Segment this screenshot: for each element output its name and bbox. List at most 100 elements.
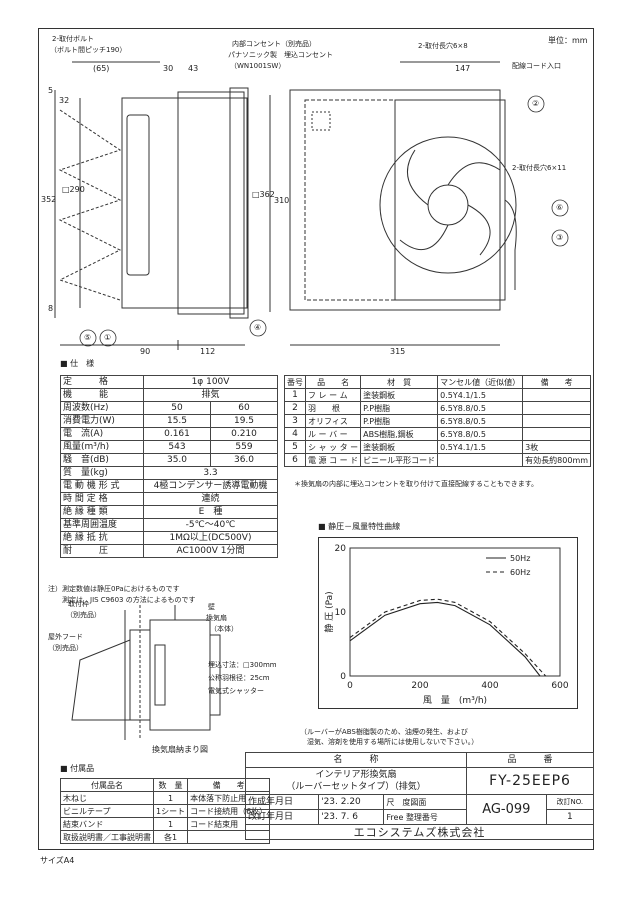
side-view-drawing bbox=[54, 61, 569, 350]
company-name: エコシステムズ株式会社 bbox=[245, 824, 594, 840]
parts-note: ＊換気扇の内部に埋込コンセントを取り付けて直接配線することもできます。 bbox=[294, 480, 539, 488]
scale-free-cell: Free 整理番号 bbox=[383, 809, 468, 825]
dim-30: 30 bbox=[163, 64, 174, 73]
created-label: 作成年月日 bbox=[244, 794, 320, 810]
product-name: インテリア形換気扇（ルーバーセットタイプ）（排気） bbox=[244, 767, 468, 795]
frame-optional-label: （別売品） bbox=[66, 611, 101, 619]
wall-label: 壁 bbox=[208, 603, 215, 611]
dim-8: 8 bbox=[48, 304, 54, 313]
x-tick-label: 0 bbox=[347, 681, 353, 691]
hole-label-top: 2-取付長穴6×8 bbox=[418, 42, 468, 50]
dim-43: 43 bbox=[188, 64, 199, 73]
callout-2: ② bbox=[532, 99, 540, 108]
legend-label-50Hz: 50Hz bbox=[510, 554, 530, 563]
callout-1: ① bbox=[104, 333, 112, 342]
fan-label: 換気扇 bbox=[206, 614, 227, 622]
product-name-2: （ルーバーセットタイプ）（排気） bbox=[286, 782, 426, 792]
scale-free: Free bbox=[386, 812, 404, 822]
spec-note-2: 測定は JIS C9603 の方法によるものです bbox=[48, 596, 196, 604]
doc-number: AG-099 bbox=[466, 794, 547, 825]
parts-cell bbox=[437, 453, 524, 467]
y-tick-label: 0 bbox=[340, 672, 346, 682]
callout-4: ④ bbox=[254, 323, 262, 332]
scale-label: 尺 度 bbox=[386, 797, 411, 807]
accessories-cell: 結束バンド bbox=[60, 817, 154, 831]
spec-note-1: 注）測定数値は静圧0Paにおけるものです bbox=[48, 585, 180, 593]
created-date: '23. 2.20 bbox=[318, 794, 385, 810]
accessories-cell: ビニルテープ bbox=[60, 804, 154, 818]
spec-title: ■ 仕 様 bbox=[60, 359, 95, 368]
callout-6: ⑥ bbox=[556, 203, 564, 212]
install-dims-2: 公称羽根径：25cm bbox=[208, 674, 270, 682]
scale-value: 図面 bbox=[410, 797, 427, 807]
install-dims-3: 電気式シャッター bbox=[208, 687, 264, 695]
spec-row: 時 間 定 格連続 bbox=[60, 492, 278, 506]
notice-1: （ルーバーがABS樹脂製のため、油煙の発生、および bbox=[300, 728, 468, 736]
accessories-row: 取扱説明書／工事説明書各1 bbox=[60, 830, 271, 844]
x-tick-label: 400 bbox=[481, 681, 498, 691]
spec-row: 機 能排気 bbox=[60, 388, 278, 402]
outlet-label: 内部コンセント（別売品） bbox=[232, 40, 316, 48]
rev-label: 改訂NO. bbox=[545, 794, 595, 810]
dim-310: 310 bbox=[274, 196, 290, 205]
dim-32: 32 bbox=[59, 96, 70, 105]
accessories-title-text: 付属品 bbox=[70, 764, 95, 773]
fan-body-label: （本体） bbox=[210, 625, 238, 633]
x-tick-label: 200 bbox=[411, 681, 428, 691]
legend-label-60Hz: 60Hz bbox=[510, 568, 530, 577]
y-axis-label: 静 圧 (Pa) bbox=[323, 591, 335, 632]
scale-cell: 尺 度図面 bbox=[383, 794, 468, 810]
x-tick-label: 600 bbox=[551, 681, 568, 691]
spec-value: AC1000V 1分間 bbox=[143, 544, 278, 558]
cord-inlet-label: 配線コード入口 bbox=[512, 62, 561, 70]
outlet-maker-label: パナソニック製 埋込コンセント bbox=[228, 51, 333, 59]
y-tick-label: 20 bbox=[335, 544, 347, 554]
dim-112: 112 bbox=[200, 347, 216, 356]
series-line-60Hz bbox=[349, 598, 547, 677]
outlet-model-label: （WN1001SW） bbox=[230, 62, 286, 70]
accessories-cell: 各1 bbox=[152, 830, 189, 844]
part-number: FY-25EEP6 bbox=[466, 767, 594, 795]
accessories-cell: 木ねじ bbox=[60, 791, 154, 805]
dim-65: (65) bbox=[93, 64, 110, 73]
notice-2: 湿気、溶剤を使用する場所には使用しないで下さい。） bbox=[300, 738, 479, 746]
x-axis-label: 風 量 (m³/h) bbox=[423, 695, 487, 706]
accessories-cell: 1シート bbox=[152, 804, 189, 818]
chart-title-text: 静圧－風量特性曲線 bbox=[328, 522, 401, 531]
dim-315: 315 bbox=[390, 347, 406, 356]
dim-147: 147 bbox=[455, 64, 471, 73]
plot-area bbox=[349, 547, 561, 677]
hood-optional-label: （別売品） bbox=[48, 644, 83, 652]
accessories-header: 付属品名 bbox=[60, 778, 154, 792]
unit-label: 単位：mm bbox=[548, 36, 588, 45]
dim-362: □362 bbox=[252, 190, 275, 199]
revised-label: 改訂年月日 bbox=[244, 809, 320, 825]
accessories-cell: 1 bbox=[152, 817, 189, 831]
revised-date: '23. 7. 6 bbox=[318, 809, 385, 825]
series-line-50Hz bbox=[349, 601, 541, 677]
bolt-label: 2-取付ボルト bbox=[52, 35, 94, 43]
dim-352: 352 bbox=[41, 195, 57, 204]
accessories-cell: 取扱説明書／工事説明書 bbox=[60, 830, 154, 844]
callout-3: ③ bbox=[556, 233, 564, 242]
drawing-sheet bbox=[38, 28, 594, 850]
name-header: 名 称 bbox=[244, 752, 468, 768]
frame-label: 取付枠 bbox=[68, 600, 89, 608]
title-block: 名 称 品 番 インテリア形換気扇（ルーバーセットタイプ）（排気） FY-25E… bbox=[244, 752, 595, 840]
part-header: 品 番 bbox=[466, 752, 594, 768]
chart-title: ■ 静圧－風量特性曲線 bbox=[318, 522, 401, 531]
hood-label: 屋外フード bbox=[48, 633, 83, 641]
accessories-header: 数 量 bbox=[152, 778, 189, 792]
callout-5: ⑤ bbox=[84, 333, 92, 342]
dim-90: 90 bbox=[140, 347, 151, 356]
dim-5: 5 bbox=[48, 86, 54, 95]
